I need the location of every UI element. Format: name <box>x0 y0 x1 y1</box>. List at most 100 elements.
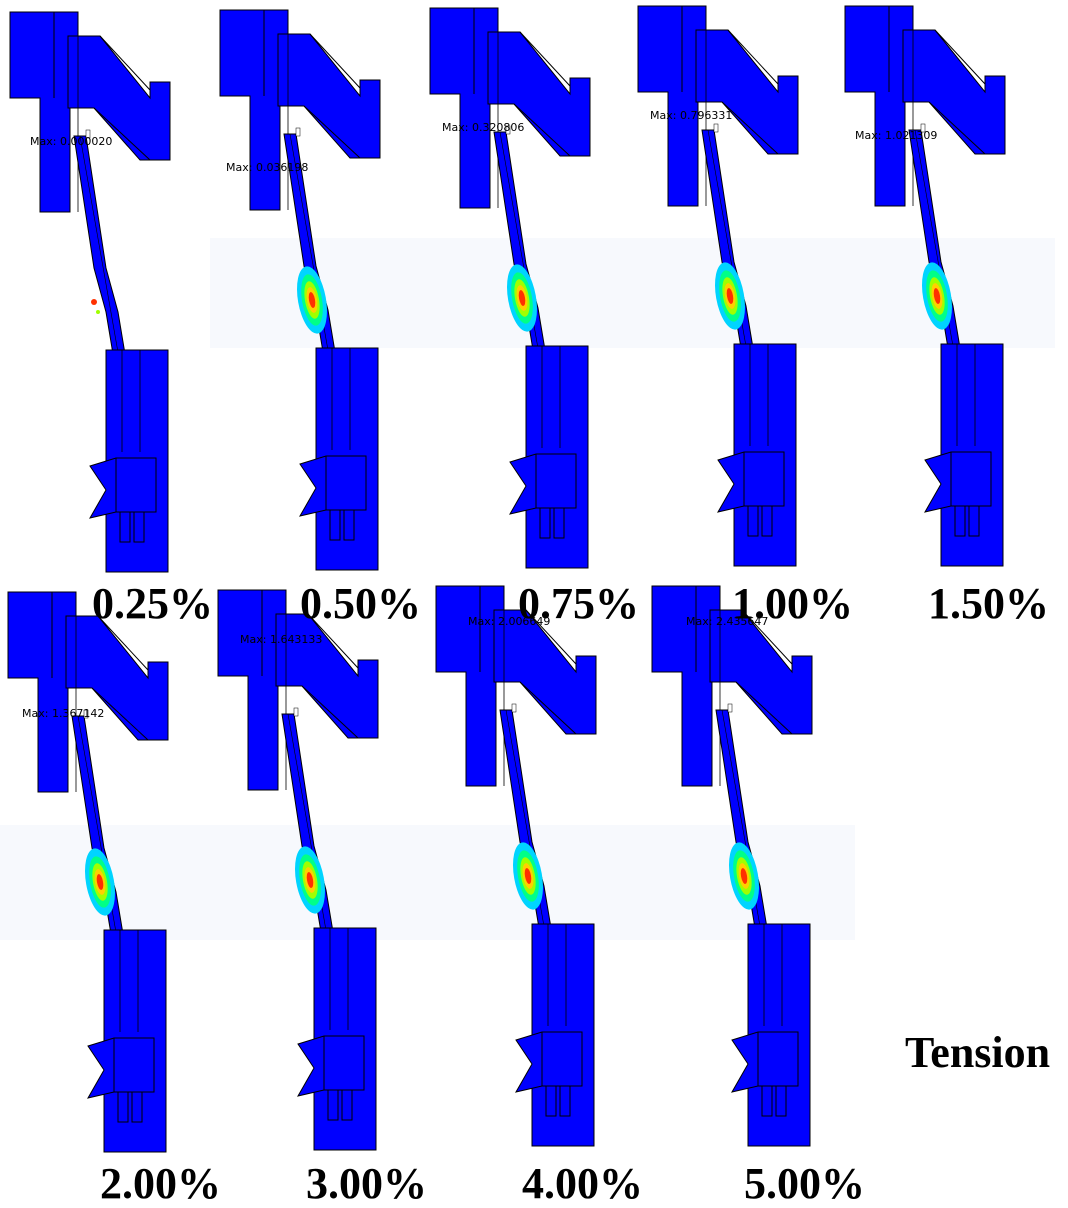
gusset-tip-highlight <box>83 709 89 719</box>
gusset-edge-line <box>519 681 577 735</box>
anchor-bolt <box>545 1085 557 1117</box>
drift-caption: 2.00% <box>100 1159 221 1208</box>
max-value-label: Max: 1.021309 <box>855 129 938 142</box>
gusset-edge-line <box>934 29 986 85</box>
stress-contour-band <box>740 868 748 884</box>
max-value-label: Max: 0.036198 <box>226 161 309 174</box>
anchor-bolt <box>327 1089 339 1121</box>
stress-contour-band <box>518 290 526 306</box>
lower-splice-plate <box>298 455 367 517</box>
fe-panel: Max: 1.021309 <box>844 5 1060 596</box>
max-value-label: Max: 2.435647 <box>686 615 769 628</box>
anchor-bolt <box>117 1091 129 1123</box>
anchor-bolt <box>747 505 759 537</box>
anchor-bolt <box>775 1085 787 1117</box>
upper-gusset-plate <box>277 33 381 159</box>
background-band-bottom <box>0 825 855 940</box>
gusset-edge-line <box>307 613 359 669</box>
stress-contour-band <box>524 868 532 884</box>
drift-caption: 0.25% <box>92 579 213 628</box>
anchor-bolt <box>133 511 145 543</box>
gusset-edge-line <box>97 615 149 671</box>
upper-gusset-plate <box>695 29 799 155</box>
anchor-bolt <box>131 1091 143 1123</box>
connection-model-drawing <box>637 5 799 567</box>
drift-caption: 3.00% <box>306 1159 427 1208</box>
stress-contour-band <box>96 874 104 890</box>
loading-case-label: Tension <box>905 1028 1051 1077</box>
anchor-bolt <box>954 505 966 537</box>
anchor-bolt <box>343 509 355 541</box>
lower-splice-plate <box>296 1035 365 1097</box>
upper-gusset-plate <box>67 35 171 161</box>
gusset-edge-line <box>727 29 779 85</box>
max-value-label: Max: 2.006649 <box>468 615 551 628</box>
upper-gusset-plate <box>493 609 597 735</box>
max-value-label: Max: 0.796331 <box>650 109 733 122</box>
gusset-tip-highlight <box>511 703 517 713</box>
gusset-tip-highlight <box>727 703 733 713</box>
fe-panel: Max: 2.435647 <box>651 585 867 1176</box>
gusset-edge-line <box>519 31 571 87</box>
connection-model-drawing <box>435 585 597 1147</box>
gusset-edge-line <box>735 681 793 735</box>
max-value-label: Max: 1.643133 <box>240 633 323 646</box>
anchor-bolt <box>968 505 980 537</box>
lower-splice-plate <box>923 451 992 513</box>
gusset-edge-line <box>301 685 359 739</box>
max-value-label: Max: 0.320806 <box>442 121 525 134</box>
connection-model-drawing <box>217 589 379 1151</box>
gusset-edge-line <box>928 101 986 155</box>
fe-panel: Max: 0.036198 <box>219 9 435 600</box>
stress-contour-band <box>726 288 734 304</box>
lower-splice-plate <box>730 1031 799 1093</box>
gusset-edge-line <box>513 103 571 157</box>
anchor-bolt <box>329 509 341 541</box>
gusset-tip-highlight <box>920 123 926 133</box>
lower-splice-plate <box>716 451 785 513</box>
anchor-bolt <box>341 1089 353 1121</box>
anchor-bolt <box>119 511 131 543</box>
upper-gusset-plate <box>65 615 169 741</box>
connection-model-drawing <box>651 585 813 1147</box>
connection-model-drawing <box>7 591 169 1153</box>
max-value-label: Max: 0.000020 <box>30 135 113 148</box>
gusset-edge-line <box>309 33 361 89</box>
gusset-tip-highlight <box>713 123 719 133</box>
lower-splice-plate <box>508 453 577 515</box>
gusset-edge-line <box>93 107 151 161</box>
anchor-bolt <box>559 1085 571 1117</box>
connection-model-drawing <box>429 7 591 569</box>
connection-model-drawing <box>219 9 381 571</box>
upper-gusset-plate <box>275 613 379 739</box>
drift-caption: 5.00% <box>744 1159 865 1208</box>
anchor-bolt <box>761 1085 773 1117</box>
stress-contour-band <box>96 310 100 314</box>
max-value-label: Max: 1.367142 <box>22 707 105 720</box>
stress-contour-band <box>91 299 97 305</box>
anchor-bolt <box>539 507 551 539</box>
drift-caption: 1.50% <box>928 579 1049 628</box>
upper-gusset-plate <box>902 29 1006 155</box>
drift-caption: 0.50% <box>300 579 421 628</box>
stress-contour-band <box>306 872 314 888</box>
connection-model-drawing <box>844 5 1006 567</box>
fe-panel: Max: 1.643133 <box>217 589 433 1180</box>
gusset-edge-line <box>721 101 779 155</box>
fe-panel: Max: 2.006649 <box>435 585 651 1176</box>
background-band-top <box>210 238 1055 348</box>
anchor-bolt <box>761 505 773 537</box>
gusset-tip-highlight <box>505 125 511 135</box>
lower-splice-plate <box>88 457 157 519</box>
fe-panel: Max: 1.367142 <box>7 591 223 1182</box>
connection-model-drawing <box>9 11 171 573</box>
stress-contour-band <box>308 292 316 308</box>
lower-splice-plate <box>514 1031 583 1093</box>
fe-panel: Max: 0.796331 <box>637 5 853 596</box>
gusset-edge-line <box>303 105 361 159</box>
stress-contour-band <box>933 288 941 304</box>
gusset-edge-line <box>741 609 793 665</box>
upper-gusset-plate <box>487 31 591 157</box>
drift-caption: 1.00% <box>732 579 853 628</box>
fe-panel: Max: 0.320806 <box>429 7 645 598</box>
